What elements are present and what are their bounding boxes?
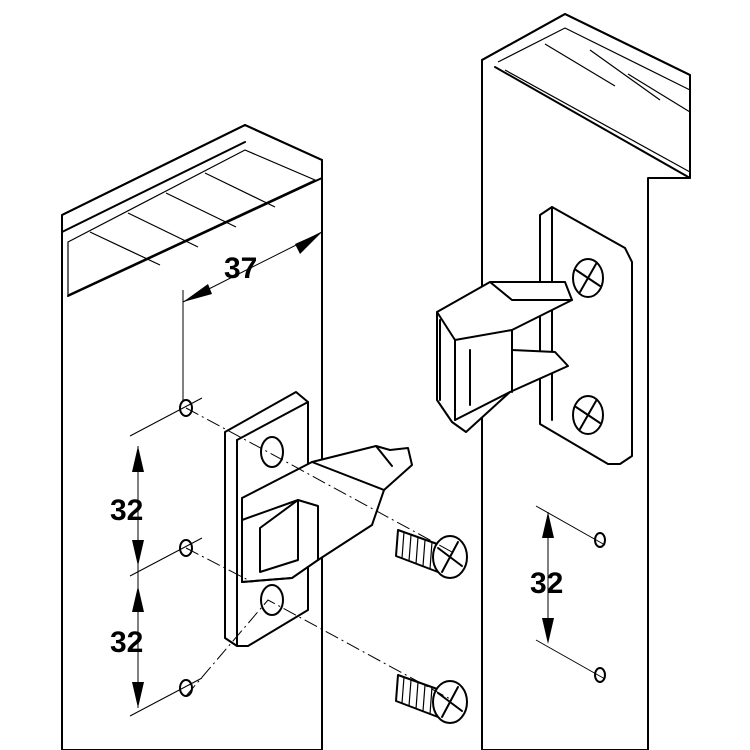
centerlines — [185, 407, 453, 701]
dimension-label-37: 37 — [224, 252, 257, 285]
dimension-32-right: 32 — [530, 505, 606, 683]
hole-marks-left — [129, 397, 203, 717]
dimension-label-32-lower: 32 — [110, 626, 143, 659]
screw-head-icon — [572, 395, 604, 435]
mounting-hole — [260, 584, 284, 616]
dimension-37: 37 — [182, 231, 323, 402]
mounted-catch — [436, 206, 633, 465]
mounting-hole — [260, 436, 284, 468]
dimension-32-left: 32 32 — [110, 446, 144, 708]
wood-screw-upper — [395, 529, 468, 579]
exploded-catch — [224, 391, 413, 647]
screw-head-icon — [572, 258, 604, 298]
dimension-label-32-upper: 32 — [110, 494, 143, 527]
dimension-label-32-right: 32 — [530, 567, 563, 600]
wood-screw-lower — [395, 674, 468, 724]
